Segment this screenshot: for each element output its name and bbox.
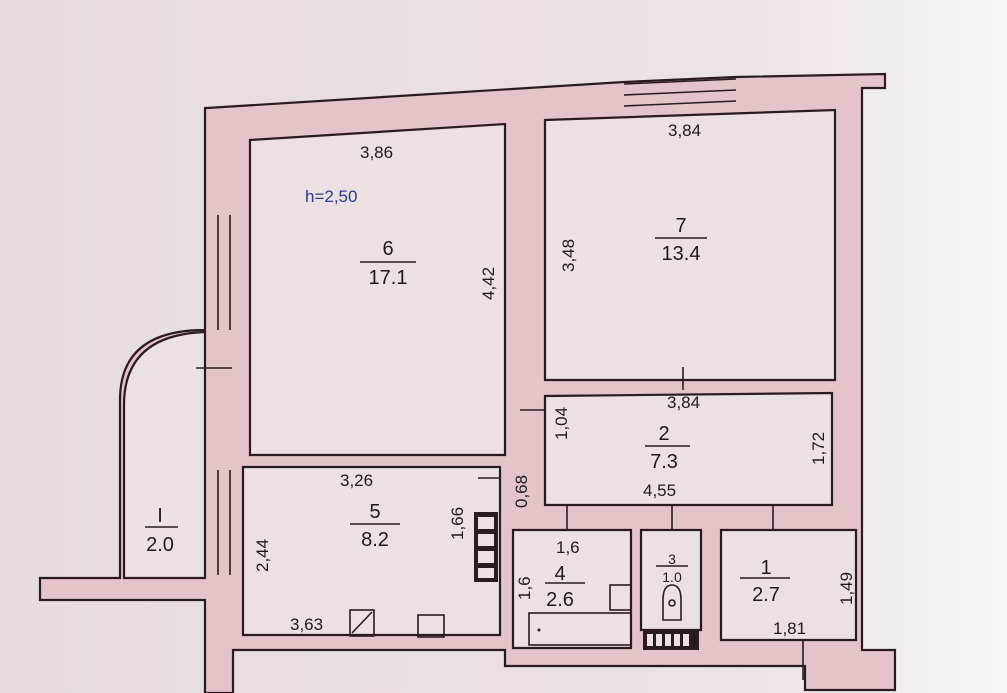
door-marks bbox=[196, 367, 804, 680]
dim: 3,84 bbox=[667, 393, 700, 412]
room-7 bbox=[543, 108, 837, 382]
stove-icon bbox=[417, 614, 445, 638]
dim: 3,86 bbox=[360, 143, 393, 162]
room-4 bbox=[511, 528, 633, 650]
dim: 1,04 bbox=[552, 407, 571, 440]
svg-text:17.1: 17.1 bbox=[369, 267, 408, 289]
dim: 1,6 bbox=[556, 538, 580, 557]
svg-text:3: 3 bbox=[668, 551, 676, 567]
ceiling-height-label: h=2,50 bbox=[305, 187, 357, 206]
svg-text:2.7: 2.7 bbox=[752, 584, 780, 606]
svg-text:7.3: 7.3 bbox=[650, 451, 678, 473]
svg-text:1: 1 bbox=[760, 557, 771, 579]
room-label-6: 6 17.1 bbox=[360, 238, 416, 289]
sink-icon bbox=[609, 584, 632, 611]
room-label-2: 2 7.3 bbox=[645, 423, 690, 473]
dimensions: 3,86 4,42 3,84 3,48 3,84 4,55 1,72 1,04 … bbox=[253, 121, 856, 638]
dim: 1,6 bbox=[515, 576, 534, 600]
room-label-I: I 2.0 bbox=[145, 505, 178, 556]
toilet-icon bbox=[662, 584, 682, 621]
dim: 3,63 bbox=[290, 615, 323, 634]
dim: 0,68 bbox=[512, 475, 531, 508]
dim: 3,84 bbox=[668, 121, 701, 140]
kitchen-sink-icon bbox=[349, 609, 375, 637]
svg-text:2.0: 2.0 bbox=[146, 534, 174, 556]
room-I bbox=[122, 330, 207, 580]
room-label-1: 1 2.7 bbox=[740, 557, 790, 606]
dim: 1,81 bbox=[773, 619, 806, 638]
window-top bbox=[623, 78, 737, 107]
dim: 1,66 bbox=[448, 507, 467, 540]
dim: 3,26 bbox=[340, 471, 373, 490]
svg-text:I: I bbox=[157, 505, 163, 527]
room-1 bbox=[719, 528, 858, 642]
room-5 bbox=[241, 465, 502, 637]
room-label-7: 7 13.4 bbox=[655, 215, 707, 265]
svg-text:2: 2 bbox=[658, 423, 669, 445]
svg-text:6: 6 bbox=[382, 238, 393, 260]
room-label-3: 3 1.0 bbox=[656, 551, 688, 585]
svg-text:7: 7 bbox=[675, 215, 686, 237]
svg-text:5: 5 bbox=[369, 501, 380, 523]
svg-text:8.2: 8.2 bbox=[361, 529, 389, 551]
room-6 bbox=[248, 122, 507, 457]
dim: 1,72 bbox=[809, 432, 828, 465]
bathtub-icon bbox=[528, 612, 632, 646]
dim: 4,55 bbox=[643, 481, 676, 500]
dim: 3,48 bbox=[559, 239, 578, 272]
room-label-5: 5 8.2 bbox=[350, 501, 400, 551]
room-2 bbox=[543, 391, 834, 507]
room-label-4: 4 2.6 bbox=[545, 563, 585, 611]
radiator-icon bbox=[474, 512, 498, 582]
dim: 1,49 bbox=[837, 572, 856, 605]
dim: 2,44 bbox=[253, 539, 272, 572]
svg-text:4: 4 bbox=[554, 563, 565, 585]
room-3 bbox=[639, 528, 703, 632]
dim: 4,42 bbox=[479, 267, 498, 300]
svg-text:2.6: 2.6 bbox=[546, 589, 574, 611]
radiator-icon bbox=[643, 630, 699, 650]
svg-text:1.0: 1.0 bbox=[662, 569, 682, 585]
svg-text:13.4: 13.4 bbox=[662, 243, 701, 265]
